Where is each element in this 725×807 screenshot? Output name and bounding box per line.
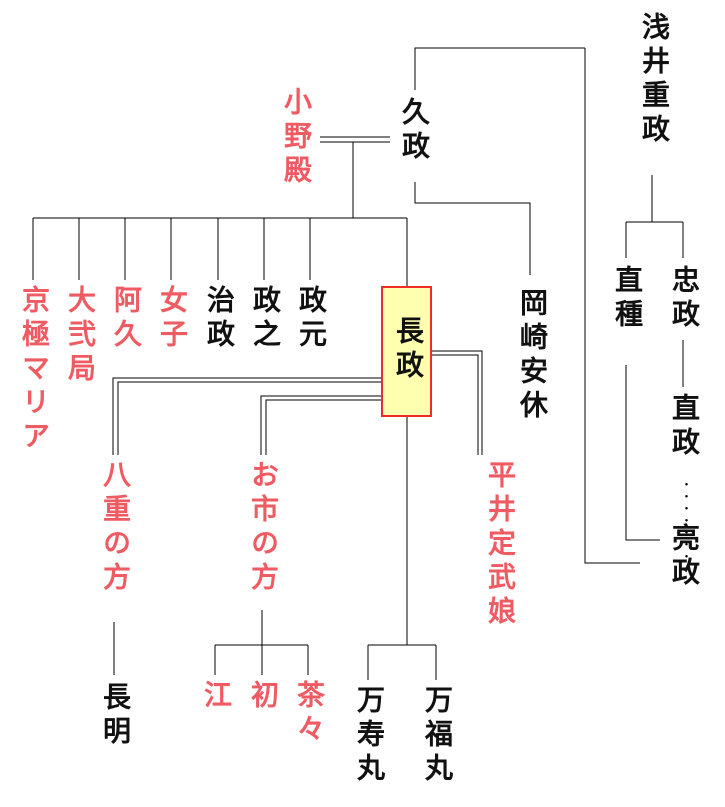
person-naomasa: 直政 [668,393,701,461]
person-joshi: 女子 [156,285,189,353]
person-hatsu: 初 [247,680,280,714]
person-yae-no-kata: 八重の方 [99,460,132,596]
person-nagamasa: 長政 [392,316,425,384]
person-daibu-no-tsubone: 大弐局 [64,285,97,387]
person-hisamasa: 久政 [398,97,431,165]
person-asai-shigemasa: 浅井重政 [638,12,671,148]
person-masayuki: 政之 [249,285,282,353]
person-naotane: 直種 [611,265,644,333]
person-chacha: 茶々 [293,680,326,748]
highlight-nagamasa: 長政 [381,286,432,417]
person-go: 江 [200,680,233,714]
person-tadamasa: 忠政 [668,265,701,333]
person-masamoto: 政元 [295,285,328,353]
person-harumasa: 治政 [203,285,236,353]
person-manjumaru: 万寿丸 [353,685,386,787]
person-sukemasa: 亮政 [668,523,701,591]
person-aku: 阿久 [110,285,143,353]
person-oichi-no-kata: お市の方 [247,460,280,596]
person-kyogoku-maria: 京極マリア [18,285,51,455]
person-manpukumaru: 万福丸 [421,685,454,787]
person-hirai-sadatake-musume: 平井定武娘 [484,460,517,630]
person-okazaki-yasuyasu: 岡崎安休 [516,288,549,424]
person-ono-dono: 小野殿 [280,87,313,189]
person-nagaaki: 長明 [99,682,132,750]
